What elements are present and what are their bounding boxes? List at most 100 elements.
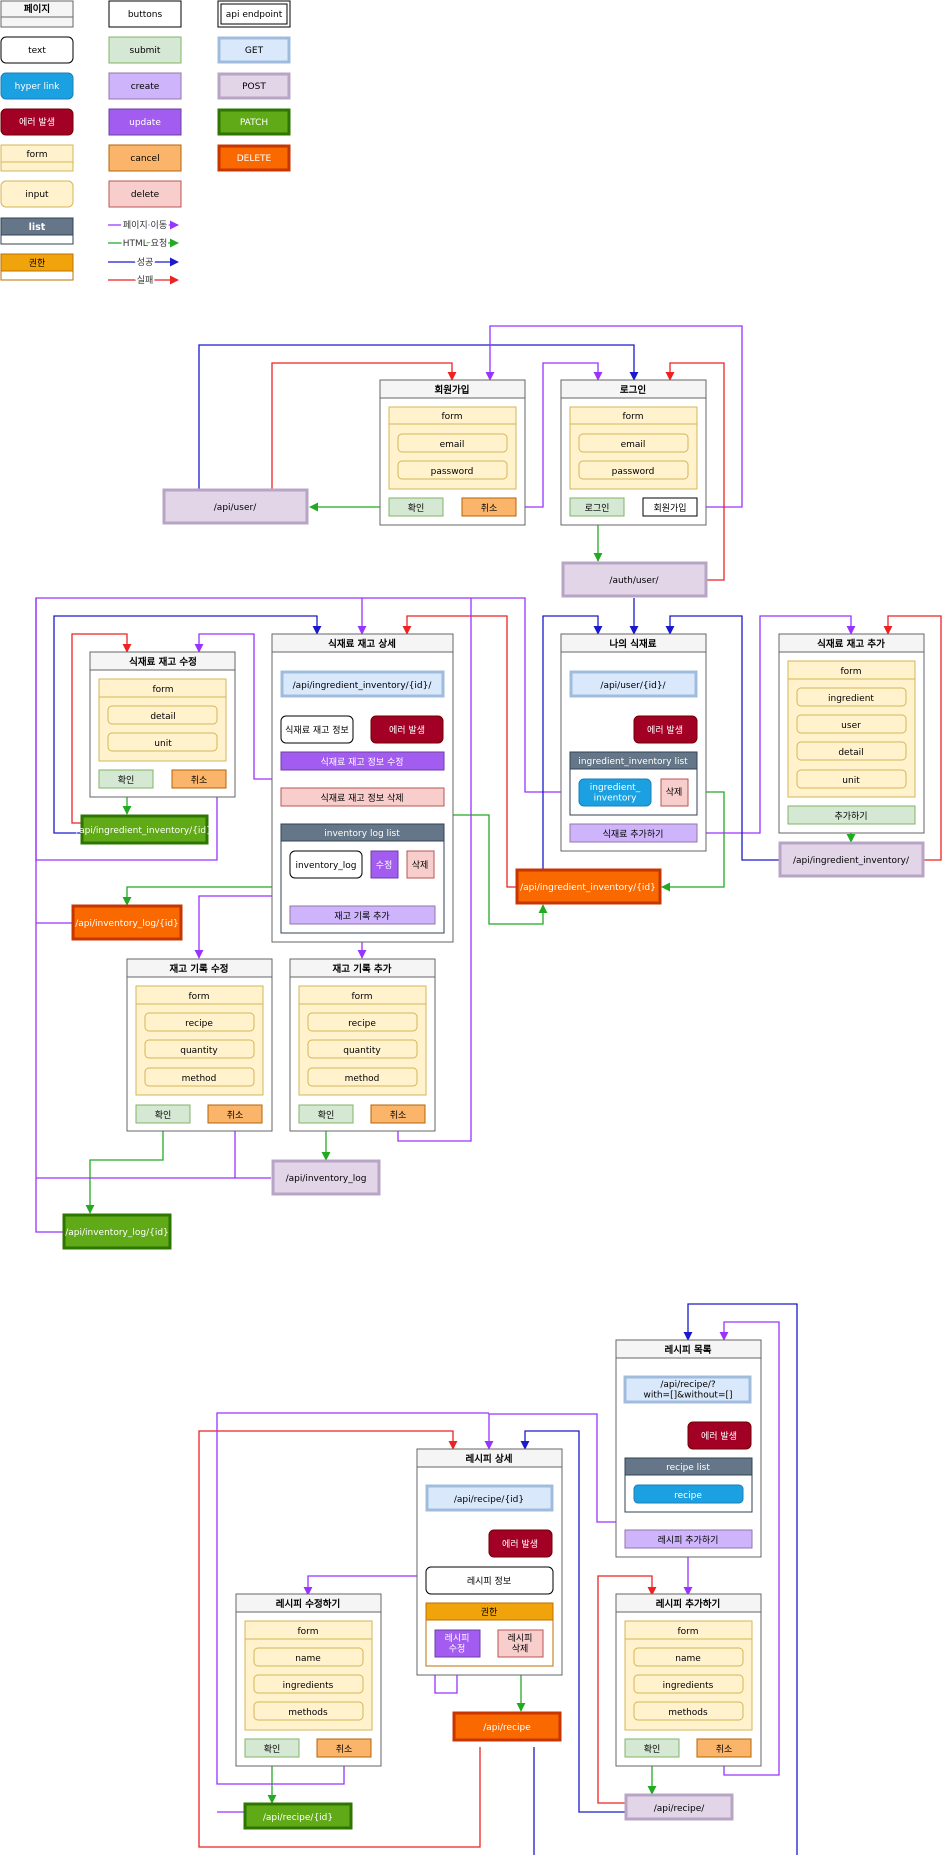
inv-detail-title: 식재료 재고 상세 (328, 638, 396, 650)
my-ing-delete-label: 삭제 (666, 787, 683, 798)
inv-detail-edit-button[interactable] (280, 751, 445, 771)
login-signup-link[interactable] (642, 497, 698, 517)
recipe-edit-name-input[interactable] (253, 1647, 364, 1667)
signup-cancel-button[interactable] (461, 497, 517, 517)
inv-detail-error: 에러 발생 (389, 725, 425, 736)
inv-detail-api-label: /api/ingredient_inventory/{id}/ (293, 681, 433, 691)
log-add-method-label: method (345, 1074, 380, 1084)
api-recipe-delete: /api/recipe (452, 1711, 562, 1742)
legend-page: 페이지 (24, 3, 50, 15)
conn-my-ing-add-page (697, 615, 856, 834)
legend-failure: 실패 (137, 275, 154, 286)
inv-edit-confirm-button[interactable] (98, 769, 154, 789)
login-page: 로그인 form email password 로그인 회원가입 (560, 379, 707, 526)
recipe-list-page: 레시피 목록 /api/recipe/?with=[]&without=[] 에… (615, 1339, 762, 1558)
signup-form-label: form (442, 412, 463, 422)
recipe-add-name-input[interactable] (633, 1647, 744, 1667)
inv-add-detail-label: detail (838, 748, 863, 758)
my-ing-add-button[interactable] (569, 823, 698, 843)
log-add-title: 재고 기록 추가 (332, 963, 391, 975)
my-ing-item-label: ingredient_inventory (590, 783, 641, 803)
conn-api-recipe-delete-success-list (533, 1303, 798, 1855)
signup-password-label: password (431, 467, 474, 477)
recipe-list-item-link[interactable] (633, 1484, 744, 1504)
log-add-recipe-input[interactable] (307, 1012, 418, 1032)
inv-edit-unit-label: unit (154, 739, 172, 749)
legend-post: POST (242, 82, 266, 92)
conn-recipe-add-cancel-list (719, 1321, 780, 1776)
inv-add-unit-input[interactable] (796, 769, 907, 789)
inv-add-submit-button[interactable] (787, 805, 916, 825)
recipe-edit-confirm-button[interactable] (244, 1738, 300, 1758)
log-add-quantity-input[interactable] (307, 1039, 418, 1059)
signup-confirm-button[interactable] (388, 497, 444, 517)
conn-api-patch-success-detail (53, 615, 322, 834)
recipe-edit-methods-input[interactable] (253, 1701, 364, 1721)
recipe-detail-delete-button[interactable] (497, 1629, 544, 1658)
recipe-add-page: 레시피 추가하기 form name ingredients methods 확… (615, 1593, 762, 1767)
api-recipe-patch-label: /api/recipe/{id} (263, 1813, 333, 1823)
recipe-add-confirm-button[interactable] (624, 1738, 680, 1758)
signup-password-input[interactable] (397, 460, 508, 480)
recipe-add-ingredients-input[interactable] (633, 1674, 744, 1694)
conn-api-recipe-delete-fail-detail (198, 1430, 481, 1848)
inv-detail-delete-button[interactable] (280, 787, 445, 807)
api-inv-log-patch-label: /api/inventory_log/{id} (65, 1228, 169, 1238)
log-edit-quantity-input[interactable] (144, 1039, 255, 1059)
log-add-cancel-button[interactable] (370, 1104, 426, 1124)
my-ing-delete-button[interactable] (660, 778, 689, 807)
api-inv-log-delete: /api/inventory_log/{id} (71, 904, 183, 941)
recipe-edit-cancel-label: 취소 (336, 1744, 353, 1755)
my-ing-item-link[interactable] (578, 778, 652, 807)
inv-edit-cancel-button[interactable] (171, 769, 227, 789)
log-edit-cancel-button[interactable] (207, 1104, 263, 1124)
inv-add-ingredient-input[interactable] (796, 687, 907, 707)
log-edit-recipe-input[interactable] (144, 1012, 255, 1032)
api-inv-log-delete-label: /api/inventory_log/{id} (75, 919, 179, 929)
inv-edit-detail-input[interactable] (107, 705, 218, 725)
inv-add-user-input[interactable] (796, 714, 907, 734)
login-email-input[interactable] (578, 433, 689, 453)
login-password-input[interactable] (578, 460, 689, 480)
recipe-list-title: 레시피 목록 (664, 1344, 711, 1356)
log-add-recipe-label: recipe (348, 1019, 376, 1029)
legend-hyperlink: hyper link (15, 82, 61, 92)
inv-add-ingredient-label: ingredient (828, 694, 874, 704)
log-add-page: 재고 기록 추가 form recipe quantity method 확인 … (289, 958, 436, 1132)
my-ing-error: 에러 발생 (647, 725, 683, 736)
inv-edit-unit-input[interactable] (107, 732, 218, 752)
recipe-add-cancel-button[interactable] (696, 1738, 752, 1758)
legend-input: input (25, 190, 49, 200)
recipe-detail-info: 레시피 정보 (467, 1576, 511, 1587)
inv-detail-log-add-button[interactable] (289, 905, 436, 925)
log-edit-confirm-button[interactable] (135, 1104, 191, 1124)
inv-detail-log-delete-button[interactable] (406, 850, 435, 879)
log-edit-method-input[interactable] (144, 1067, 255, 1087)
recipe-add-methods-input[interactable] (633, 1701, 744, 1721)
log-add-method-input[interactable] (307, 1067, 418, 1087)
inv-add-detail-input[interactable] (796, 741, 907, 761)
inv-detail-log-edit-label: 수정 (376, 860, 393, 871)
inv-add-form-label: form (841, 667, 862, 677)
recipe-edit-title: 레시피 수정하기 (276, 1598, 341, 1610)
recipe-edit-name-label: name (295, 1654, 321, 1664)
conn-auth-fail-login (665, 362, 725, 581)
recipe-edit-cancel-button[interactable] (316, 1738, 372, 1758)
legend-page-move: 페이지 이동 (123, 220, 167, 231)
inv-detail-log-list-header: inventory log list (324, 829, 400, 839)
recipe-detail-edit-button[interactable] (434, 1629, 481, 1658)
api-auth-user-label: /auth/user/ (609, 576, 659, 586)
login-button[interactable] (569, 497, 625, 517)
recipe-detail-title: 레시피 상세 (465, 1453, 512, 1465)
recipe-detail-error: 에러 발생 (502, 1539, 538, 1550)
legend-get: GET (245, 46, 264, 56)
inv-detail-log-edit-button[interactable] (370, 850, 399, 879)
recipe-edit-ingredients-input[interactable] (253, 1674, 364, 1694)
recipe-list-add-label: 레시피 추가하기 (658, 1535, 719, 1546)
api-ing-inv-post: /api/ingredient_inventory/ (778, 841, 925, 878)
signup-email-input[interactable] (397, 433, 508, 453)
recipe-list-add-button[interactable] (624, 1529, 753, 1549)
conn-log-add-cancel-detail (397, 598, 472, 1142)
log-add-confirm-button[interactable] (298, 1104, 354, 1124)
inv-edit-confirm-label: 확인 (118, 774, 135, 786)
